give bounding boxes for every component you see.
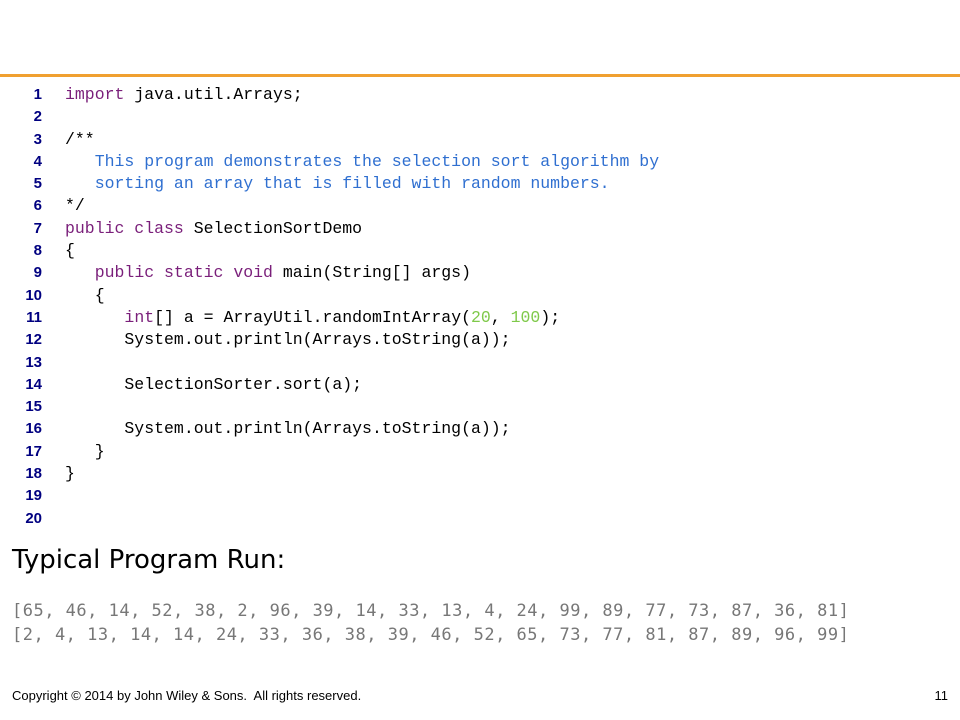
code-token: {: [65, 285, 105, 305]
line-number: 20: [25, 509, 42, 527]
code-line: 7 public class SelectionSortDemo: [0, 218, 960, 240]
code-line: 5 sorting an array that is filled with r…: [0, 173, 960, 195]
line-number: 8: [33, 242, 42, 260]
code-token: int: [124, 307, 155, 327]
code-token: SelectionSorter.sort(a);: [65, 374, 363, 394]
code-line: 9 public static void main(String[] args): [0, 262, 960, 284]
code-text: This program demonstrates the selection …: [65, 151, 659, 173]
line-number: 4: [33, 152, 42, 170]
code-line: 15: [0, 396, 960, 418]
code-token: import: [65, 85, 125, 104]
code-token: This program demonstrates the selection …: [65, 151, 660, 171]
code-text: {: [65, 285, 105, 307]
code-token: sorting an array that is filled with ran…: [65, 174, 610, 194]
line-number: 3: [33, 130, 42, 148]
footer-copyright: Copyright © 2014 by John Wiley & Sons. A…: [12, 688, 362, 703]
code-line: 2: [0, 106, 960, 128]
code-token: System.out.println(Arrays.toString(a));: [65, 419, 511, 439]
code-line: 16 System.out.println(Arrays.toString(a)…: [0, 418, 960, 440]
code-line: 18}: [0, 463, 960, 485]
program-run-heading: Typical Program Run:: [12, 545, 286, 575]
code-token: System.out.println(Arrays.toString(a));: [65, 330, 511, 350]
code-line: 11 int[] a = ArrayUtil.randomIntArray(20…: [0, 307, 960, 329]
line-number: 7: [33, 219, 42, 237]
line-number: 11: [26, 308, 42, 326]
line-number: 13: [25, 353, 42, 371]
line-number: 18: [25, 465, 42, 483]
code-text: System.out.println(Arrays.toString(a));: [65, 418, 511, 440]
code-text: System.out.println(Arrays.toString(a));: [65, 329, 511, 351]
line-number: 17: [25, 442, 42, 460]
code-text: sorting an array that is filled with ran…: [65, 173, 610, 195]
page-number: 11: [934, 688, 949, 703]
code-token: [] a = ArrayUtil.randomIntArray(: [154, 307, 471, 327]
code-text: import java.util.Arrays;: [65, 84, 303, 106]
line-number: 19: [25, 487, 42, 505]
code-token: );: [540, 307, 561, 327]
line-number: 16: [25, 420, 42, 438]
code-token: SelectionSortDemo: [183, 218, 363, 238]
code-text: }: [65, 441, 105, 463]
code-line: 19: [0, 485, 960, 507]
code-token: /**: [65, 129, 95, 149]
code-line: 3 /**: [0, 129, 960, 151]
code-token: main(String[] args): [272, 263, 471, 283]
code-line: 17 }: [0, 441, 960, 463]
code-token: ,: [490, 307, 511, 327]
code-token: 20: [471, 307, 491, 327]
code-text: /**: [65, 129, 95, 151]
code-text: SelectionSorter.sort(a);: [65, 374, 362, 396]
line-number: 1: [33, 86, 42, 103]
code-text: int[] a = ArrayUtil.randomIntArray(20, 1…: [65, 307, 560, 329]
code-line: 8{: [0, 240, 960, 262]
line-number: 6: [33, 197, 42, 215]
code-token: [65, 308, 124, 327]
code-token: java.util.Arrays;: [124, 85, 303, 104]
code-token: public static void: [94, 263, 273, 283]
line-number: 14: [25, 375, 42, 393]
line-number: 12: [25, 331, 42, 349]
code-line: 4 This program demonstrates the selectio…: [0, 151, 960, 173]
code-text: public static void main(String[] args): [65, 262, 471, 284]
output-line: [65, 46, 14, 52, 38, 2, 96, 39, 14, 33, …: [12, 601, 850, 621]
code-token: public class: [65, 218, 184, 238]
code-line: 13: [0, 352, 960, 374]
code-token: {: [65, 241, 75, 261]
code-text: {: [65, 240, 75, 262]
code-line: 14 SelectionSorter.sort(a);: [0, 374, 960, 396]
code-line: 20: [0, 508, 960, 530]
top-divider: [0, 74, 960, 77]
code-text: }: [65, 463, 75, 485]
code-line: 1 import java.util.Arrays;: [0, 84, 960, 106]
code-line: 10 {: [0, 285, 960, 307]
program-output: [65, 46, 14, 52, 38, 2, 96, 39, 14, 33, …: [12, 599, 952, 647]
line-number: 9: [33, 264, 42, 282]
code-text: public class SelectionSortDemo: [65, 218, 362, 240]
code-token: [65, 263, 95, 282]
code-token: }: [65, 441, 105, 461]
line-number: 15: [25, 398, 42, 416]
line-number: 5: [33, 175, 42, 193]
code-line: 6 */: [0, 195, 960, 217]
code-text: */: [65, 195, 85, 217]
line-number: 10: [25, 286, 42, 304]
code-line: 12 System.out.println(Arrays.toString(a)…: [0, 329, 960, 351]
code-token: }: [65, 464, 75, 484]
code-token: */: [65, 196, 85, 216]
code-token: 100: [510, 307, 541, 327]
line-number: 2: [33, 108, 42, 126]
output-line: [2, 4, 13, 14, 14, 24, 33, 36, 38, 39, 4…: [12, 625, 850, 645]
